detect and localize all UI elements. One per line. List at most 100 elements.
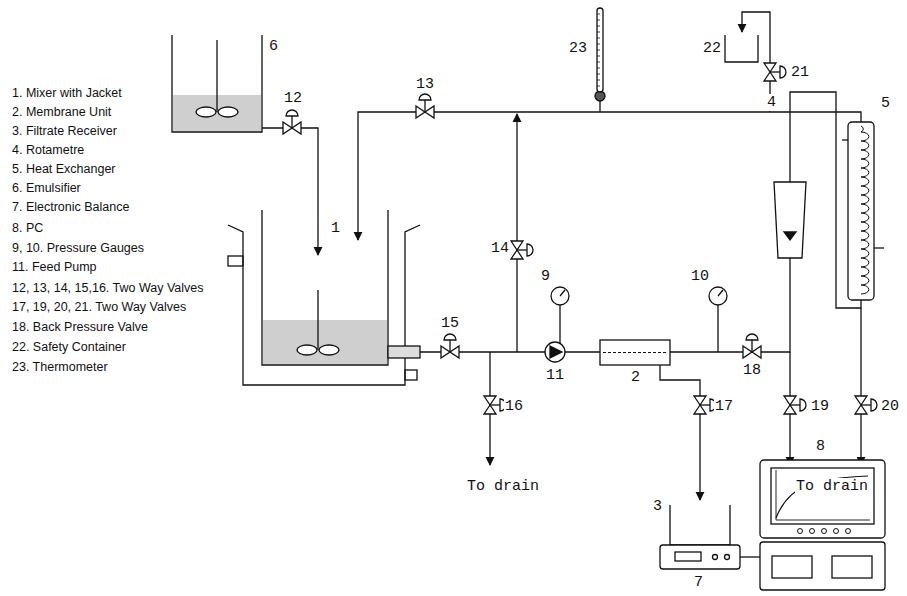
balance-button (725, 555, 730, 560)
callout-number: 7 (693, 574, 704, 591)
valve-symbol (694, 396, 706, 414)
pc-case (760, 542, 885, 590)
valve-actuator (444, 334, 456, 340)
thermometer-tick (597, 80, 600, 81)
callout-number: 8 (815, 438, 826, 455)
callout-number: 15 (440, 315, 460, 332)
impeller-blade (297, 345, 317, 355)
pressure-gauge (709, 287, 727, 305)
callout-number: 9 (540, 268, 551, 285)
callout-number: 2 (630, 369, 641, 386)
balance-display (675, 552, 701, 561)
pc-screen (771, 468, 874, 524)
legend-entry: 18. Back Pressure Valve (12, 320, 148, 334)
pump-arrow (550, 346, 562, 358)
callout-number: 18 (742, 362, 762, 379)
screen-axes (776, 470, 870, 520)
jacket-outlet (405, 370, 417, 380)
thermometer-tube (597, 8, 603, 92)
gauge-stem (717, 305, 718, 352)
legend-entry: 1. Mixer with Jacket (12, 86, 122, 100)
filtrate-receiver (670, 505, 730, 545)
rotametre-float (784, 232, 796, 240)
callout-number: 11 (545, 367, 565, 384)
rotametre (774, 182, 806, 258)
callout-number: 20 (880, 398, 900, 415)
callout-number: 10 (690, 268, 710, 285)
valve-symbol (743, 346, 761, 358)
mixer-vessel (262, 210, 388, 365)
callout-number: 1 (330, 220, 341, 237)
legend-entry: 4. Rotametre (12, 143, 84, 157)
valve-stem (449, 340, 450, 352)
valve-stem (790, 404, 800, 405)
legend-entry: 5. Heat Exchanger (12, 162, 116, 176)
thermometer-tick (597, 20, 600, 21)
legend-entry: 17, 19, 20, 21. Two Way Valves (12, 300, 186, 314)
legend-entry: 23. Thermometer (12, 360, 108, 374)
balance-button (713, 555, 718, 560)
legend-entry: 3. Filtrate Receiver (12, 124, 117, 138)
valve-stem (770, 71, 780, 72)
callout-number: To drain (466, 478, 540, 495)
pc-button (798, 529, 803, 534)
pipe-line (599, 101, 600, 112)
valve-symbol (511, 241, 523, 259)
mixer-jacket (228, 225, 420, 385)
valve-stem (861, 404, 871, 405)
pressure-gauge (551, 287, 569, 305)
valve-actuator (780, 66, 786, 78)
pipe-line (262, 128, 318, 255)
callout-number: 12 (283, 90, 303, 107)
jacket-inlet (228, 256, 243, 266)
valve-actuator (527, 244, 533, 256)
legend-entry: 9, 10. Pressure Gauges (12, 241, 144, 255)
callout-number: 3 (652, 498, 663, 515)
legend-entry: 7. Electronic Balance (12, 200, 129, 214)
pc-button (846, 529, 851, 534)
pc-drive (772, 556, 812, 578)
legend-entry: 11. Feed Pump (12, 260, 97, 274)
pc-button (834, 529, 839, 534)
safety-container (725, 35, 758, 62)
callout-number: 13 (415, 76, 435, 93)
legend-entry: 22. Safety Container (12, 340, 126, 354)
pc-drive (832, 556, 872, 578)
pc-monitor (760, 460, 885, 538)
thermometer-tick (597, 14, 600, 15)
impeller-blade (319, 345, 339, 355)
pipe-line (516, 114, 517, 352)
legend-entry: 6. Emulsifier (12, 181, 81, 195)
valve-stem (517, 249, 527, 250)
valve-stem (700, 404, 710, 405)
callout-number: 16 (504, 398, 524, 415)
thermometer-tick (597, 56, 600, 57)
thermometer-tick (597, 38, 600, 39)
membrane-unit (600, 340, 670, 365)
heat-exchanger-coil (861, 126, 869, 294)
callout-number: 6 (268, 38, 279, 55)
agitator-shaft (216, 40, 217, 112)
pipework (172, 8, 885, 590)
callout-number: 23 (568, 40, 588, 57)
thermometer-tick (597, 86, 600, 87)
valve-actuator (800, 399, 806, 411)
heat-exchanger (848, 122, 874, 300)
pipe-line (660, 365, 700, 500)
valve-stem (291, 116, 292, 128)
callout-number: To drain (795, 478, 869, 495)
pipe-line (670, 258, 790, 352)
thermometer-tick (597, 68, 600, 69)
emulsifier-vessel (172, 35, 262, 132)
pc-button (822, 529, 827, 534)
electronic-balance (660, 545, 740, 569)
thermometer-tick (597, 74, 600, 75)
valve-stem (424, 100, 425, 112)
thermometer-tick (597, 32, 600, 33)
gauge-needle (560, 290, 565, 296)
legend-entry: 12, 13, 14, 15,16. Two Way Valves (12, 281, 204, 295)
valve-actuator (871, 399, 877, 411)
pipe-line (860, 308, 861, 465)
